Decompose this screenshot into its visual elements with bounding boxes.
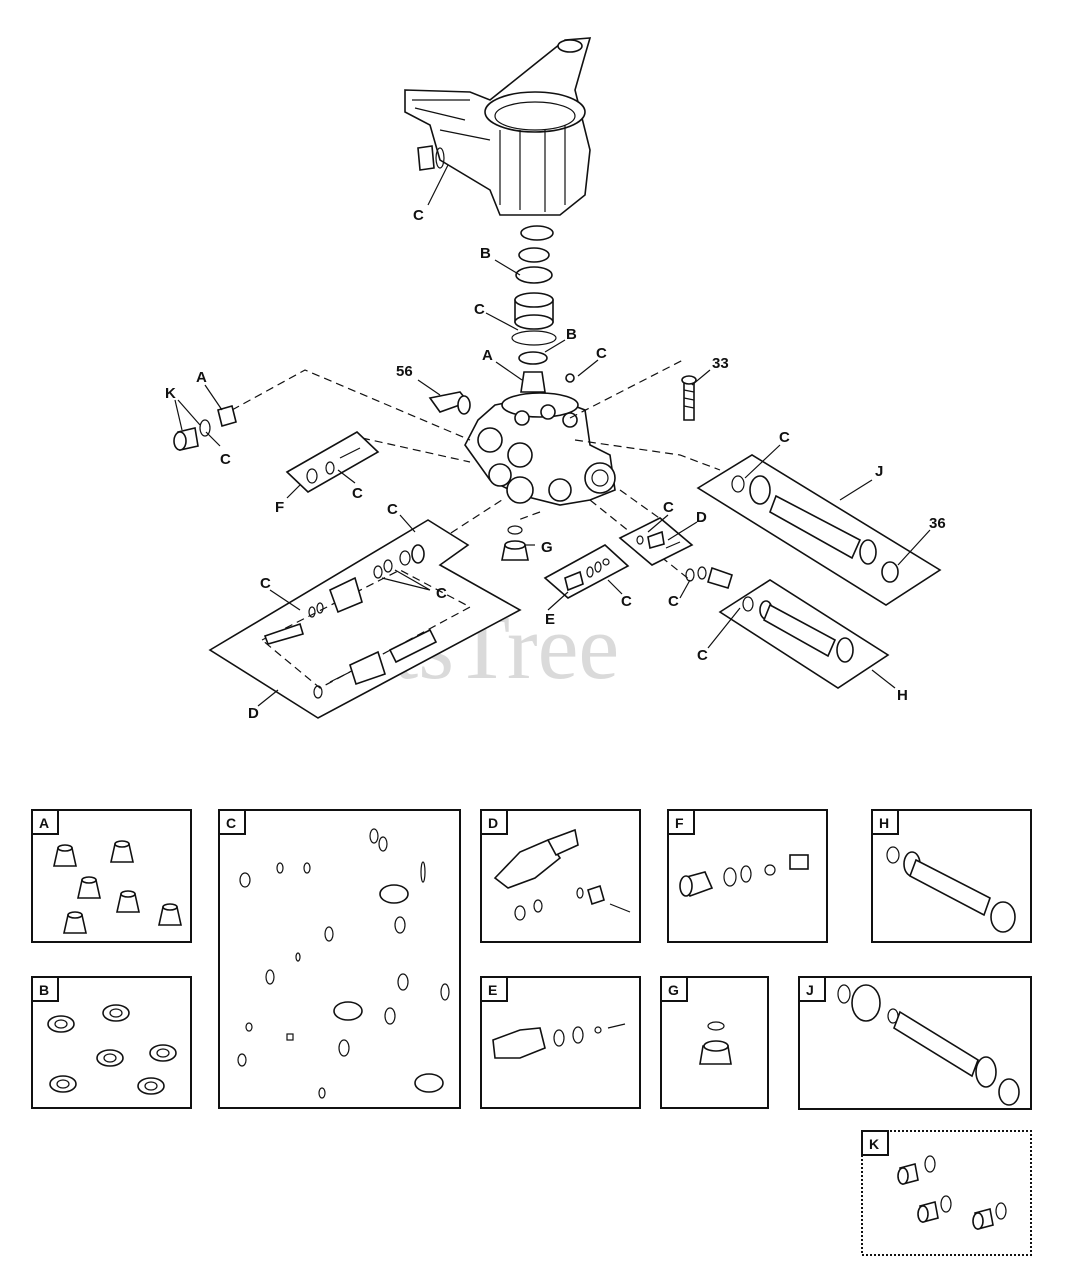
callout-36: 36 [929,515,946,532]
callout-c-j: C [779,429,790,446]
kit-panel-c: C [218,809,461,1109]
kit-f-parts [679,854,809,898]
kit-label-k: K [869,1136,879,1152]
kit-a-parts [53,840,182,934]
kit-b-parts [47,1004,177,1095]
callout-c-h-upper: C [668,593,679,610]
kit-panel-j: J [798,976,1032,1110]
kit-label-h: H [879,815,889,831]
callout-c-e: C [621,593,632,610]
kit-label-f: F [675,815,684,831]
callout-e: E [545,611,555,628]
small-valve-box-d [618,517,694,566]
callout-b-upper: B [480,245,491,262]
callout-c-left: C [220,451,231,468]
kit-label-d: D [488,815,498,831]
kit-h-parts [886,846,1016,933]
kit-panel-g: G [660,976,769,1109]
callout-56: 56 [396,363,413,380]
kit-panel-h: H [871,809,1032,943]
kit-label-c: C [226,815,236,831]
callout-j: J [875,463,883,480]
callout-g: G [541,539,553,556]
callout-c-small-d: C [663,499,674,516]
callout-a-left: A [196,369,207,386]
callout-c-unloader-left: C [260,575,271,592]
assembly-leader-lines [231,359,721,581]
kit-panel-b: B [31,976,192,1109]
left-plug-cluster [173,405,237,451]
kit-label-j: J [806,982,814,998]
filter-box-h [685,566,890,689]
callout-c-f: C [352,485,363,502]
kit-label-e: E [488,982,497,998]
seal-stack [511,225,575,393]
valve-box-e [543,544,630,599]
callout-c-h-lower: C [697,647,708,664]
callout-leaders [174,164,931,707]
filter-box-j [696,454,942,606]
kit-panel-a: A [31,809,192,943]
kit-f-callout-box [285,431,380,493]
pump-housing [404,37,592,216]
manifold-body [428,391,616,506]
screw-33 [681,375,697,421]
kit-panel-f: F [667,809,828,943]
kit-panel-k: K [861,1130,1032,1256]
kit-g-parts [699,1021,732,1065]
kit-c-parts [237,828,450,1099]
unloader-valve-box [208,519,522,719]
callout-a-center: A [482,347,493,364]
kit-panel-d: D [480,809,641,943]
callout-c-stack: C [474,301,485,318]
callout-33: 33 [712,355,729,372]
kit-label-b: B [39,982,49,998]
kit-label-a: A [39,815,49,831]
callout-d-unloader: D [248,705,259,722]
callout-k-left: K [165,385,176,402]
callout-f: F [275,499,284,516]
kit-e-parts [492,1023,626,1059]
plug-g [501,525,529,561]
callout-c-ball: C [596,345,607,362]
kit-d-parts [493,828,631,921]
kit-panel-e: E [480,976,641,1109]
callout-c-top: C [413,207,424,224]
callout-c-unloader-right: C [436,585,447,602]
callout-h: H [897,687,908,704]
callout-b-lower: B [566,326,577,343]
kit-j-parts [837,984,1020,1106]
callout-d-small: D [696,509,707,526]
kit-k-parts [897,1155,1007,1230]
kit-label-g: G [668,982,679,998]
callout-c-unloader-top: C [387,501,398,518]
